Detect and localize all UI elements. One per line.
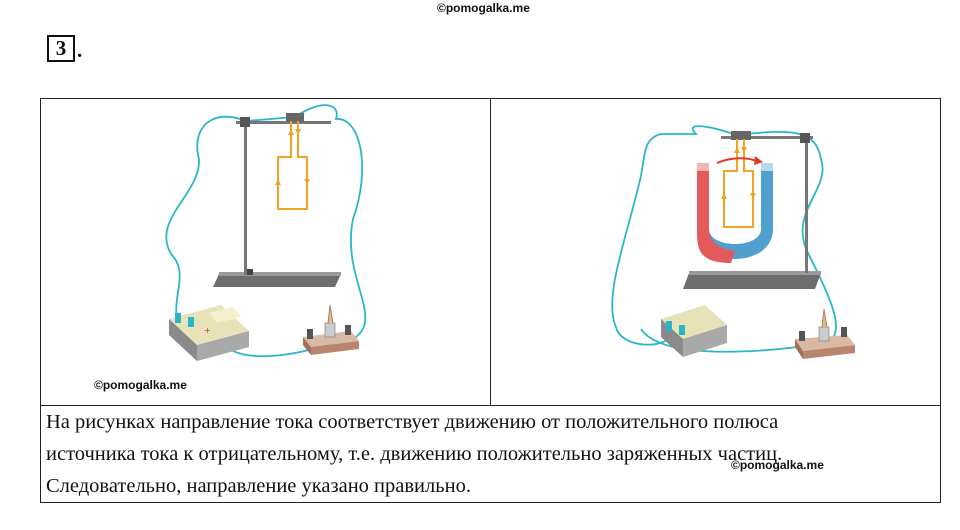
task-number-dot: . xyxy=(77,38,83,62)
current-arrow-icon xyxy=(721,147,756,199)
switch xyxy=(795,308,855,359)
lab-stand xyxy=(683,131,821,289)
switch xyxy=(303,304,359,355)
conductor-frame xyxy=(723,139,754,228)
watermark: ©pomogalka.me xyxy=(94,378,187,392)
explanation-line: Следовательно, направление указано прави… xyxy=(46,475,471,497)
connecting-wire xyxy=(165,104,367,340)
explanation-line: источника тока к отрицательному, т.е. дв… xyxy=(46,443,783,465)
task-number-box: 3 xyxy=(47,35,75,62)
power-source xyxy=(661,305,727,357)
explanation-line: На рисунках направление тока соответству… xyxy=(46,411,779,433)
connecting-wire xyxy=(611,125,837,345)
table-divider-vertical xyxy=(490,99,491,405)
power-source: + xyxy=(169,305,249,361)
horseshoe-magnet xyxy=(697,163,773,263)
table-divider-horizontal xyxy=(41,405,940,406)
lab-stand xyxy=(213,113,341,287)
explanation-text: На рисунках направление тока соответству… xyxy=(46,406,926,502)
watermark: ©pomogalka.me xyxy=(731,458,824,472)
figure-conductor-frame: + xyxy=(165,104,367,361)
svg-text:+: + xyxy=(204,326,211,335)
figure-frame-in-magnet xyxy=(611,125,855,359)
current-arrow-icon xyxy=(275,129,310,185)
rotation-arrow-icon xyxy=(716,156,763,165)
watermark: ©pomogalka.me xyxy=(437,1,530,15)
figure-table: + xyxy=(40,98,941,503)
connecting-wire xyxy=(640,328,822,353)
conductor-frame xyxy=(277,121,308,210)
